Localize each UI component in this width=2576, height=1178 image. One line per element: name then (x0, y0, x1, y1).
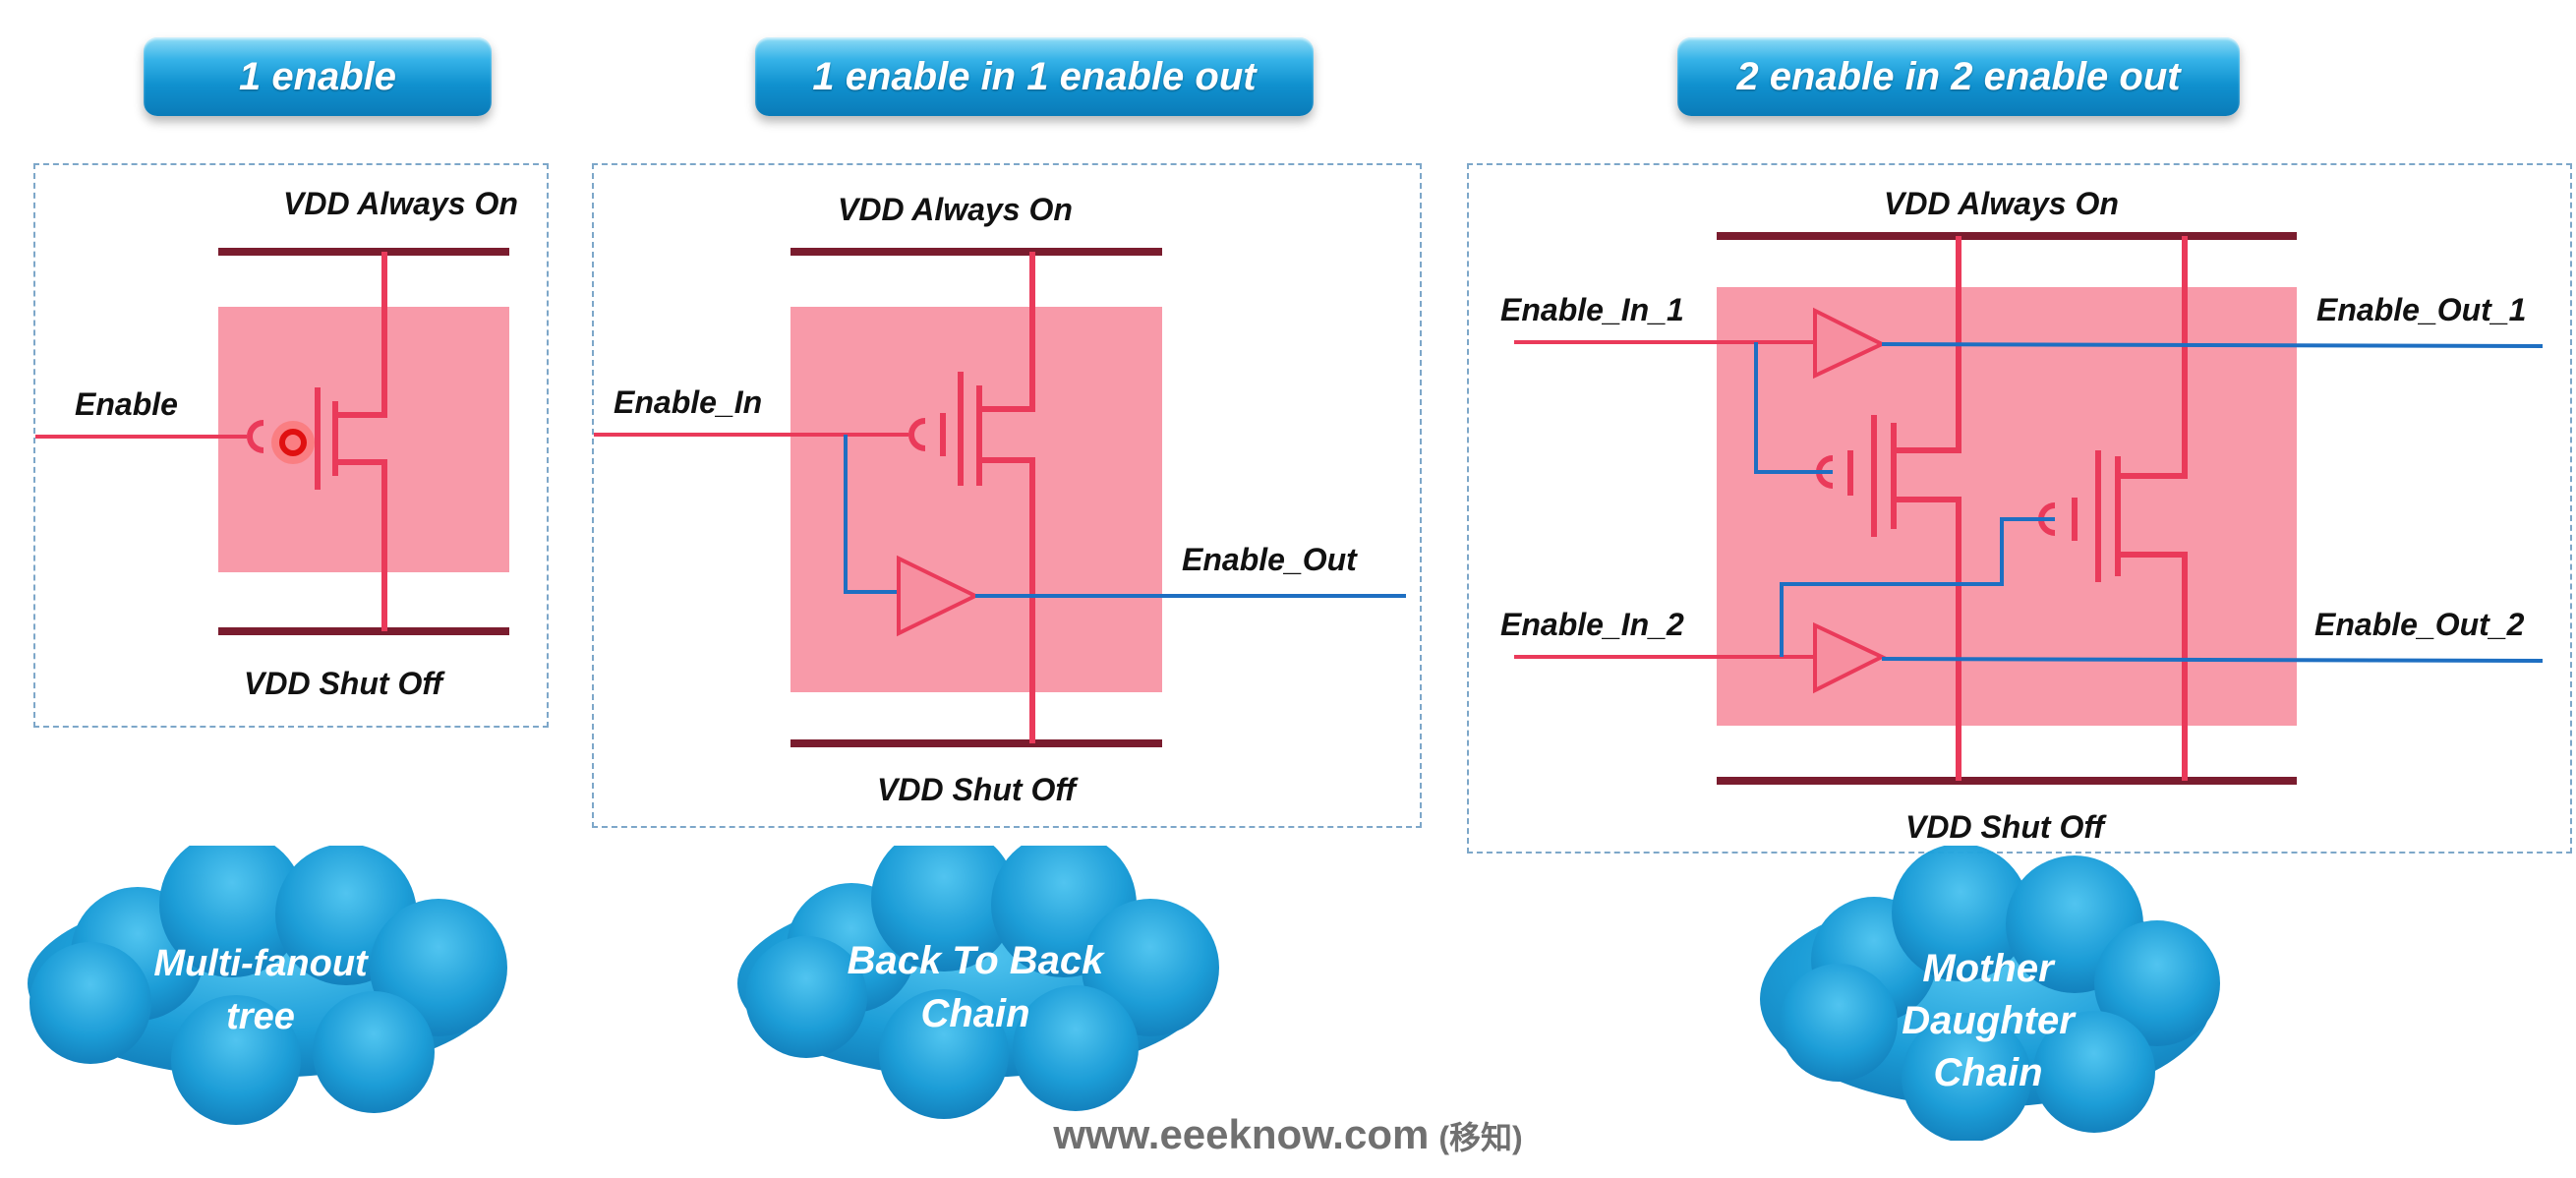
cloud-text-line: Mother (1922, 947, 2056, 990)
site-watermark: www.eeeknow.com(移知) (0, 1111, 2576, 1158)
enable-buffer-2 (1514, 517, 2544, 694)
cloud-text-line: tree (226, 996, 295, 1037)
cloud-text-line: Chain (1933, 1051, 2042, 1094)
enable-label: Enable (75, 386, 178, 422)
vdd-shut-off-label: VDD Shut Off (244, 666, 445, 701)
cloud-text-line: Multi-fanout (153, 943, 369, 984)
enable-in-1-label: Enable_In_1 (1500, 292, 1684, 327)
header-1-in-1-out: 1 enable in 1 enable out (755, 37, 1314, 116)
enable-out-label: Enable_Out (1182, 542, 1358, 577)
enable-out-1-label: Enable_Out_1 (2316, 292, 2526, 327)
vdd-always-on-label: VDD Always On (1884, 186, 2119, 221)
cloud-text-line: Chain (920, 992, 1029, 1035)
enable-in-label: Enable_In (614, 384, 762, 420)
enable-buffer-1 (1514, 307, 2544, 474)
diagram-panel-2: VDD Always On VDD Shut Off Enable_In Ena… (592, 163, 1422, 828)
vdd-shut-off-rail (1717, 777, 2297, 785)
vdd-always-on-label: VDD Always On (283, 186, 518, 221)
vdd-shut-off-rail (218, 627, 509, 635)
diagram-2-svg: VDD Always On VDD Shut Off Enable_In Ena… (592, 192, 1406, 807)
power-switch-transistor (592, 252, 1035, 743)
vdd-always-on-rail (218, 248, 509, 256)
watermark-url: www.eeeknow.com (1053, 1111, 1430, 1157)
diagram-panel-3: VDD Always On VDD Shut Off Enable_In_1 E… (1467, 163, 2572, 854)
vdd-shut-off-rail (790, 739, 1162, 747)
clouds-layer: Multi-fanout tree Back To Back Chain Mot (28, 846, 2220, 1141)
cloud-multi-fanout: Multi-fanout tree (28, 846, 507, 1125)
cloud-text-line: Back To Back (848, 939, 1106, 982)
header-1-enable: 1 enable (144, 37, 492, 116)
switch-box (218, 307, 509, 572)
switch-box (790, 307, 1162, 692)
enable-buffer (844, 435, 1406, 637)
vdd-shut-off-label: VDD Shut Off (1905, 809, 2107, 845)
power-switch-transistor (33, 252, 387, 631)
cloud-back-to-back: Back To Back Chain (737, 846, 1219, 1119)
enable-out-2-label: Enable_Out_2 (2314, 607, 2525, 642)
vdd-shut-off-label: VDD Shut Off (877, 772, 1079, 807)
cursor-glow (271, 421, 315, 464)
power-switch-transistor-2 (2038, 236, 2188, 781)
cursor-highlight-icon (279, 429, 307, 456)
cloud-mother-daughter: Mother Daughter Chain (1760, 846, 2220, 1141)
cloud-text-line: Daughter (1902, 999, 2077, 1042)
diagram-1-svg: VDD Always On VDD Shut Off Enable (33, 186, 518, 701)
diagram-3-svg: VDD Always On VDD Shut Off Enable_In_1 E… (1500, 186, 2544, 845)
watermark-cn: (移知) (1438, 1120, 1523, 1155)
vdd-always-on-rail (1717, 232, 2297, 240)
enable-in-2-label: Enable_In_2 (1500, 607, 1684, 642)
vdd-always-on-rail (790, 248, 1162, 256)
diagram-panel-1: VDD Always On VDD Shut Off Enable (33, 163, 549, 728)
header-2-in-2-out: 2 enable in 2 enable out (1677, 37, 2240, 116)
vdd-always-on-label: VDD Always On (838, 192, 1073, 227)
